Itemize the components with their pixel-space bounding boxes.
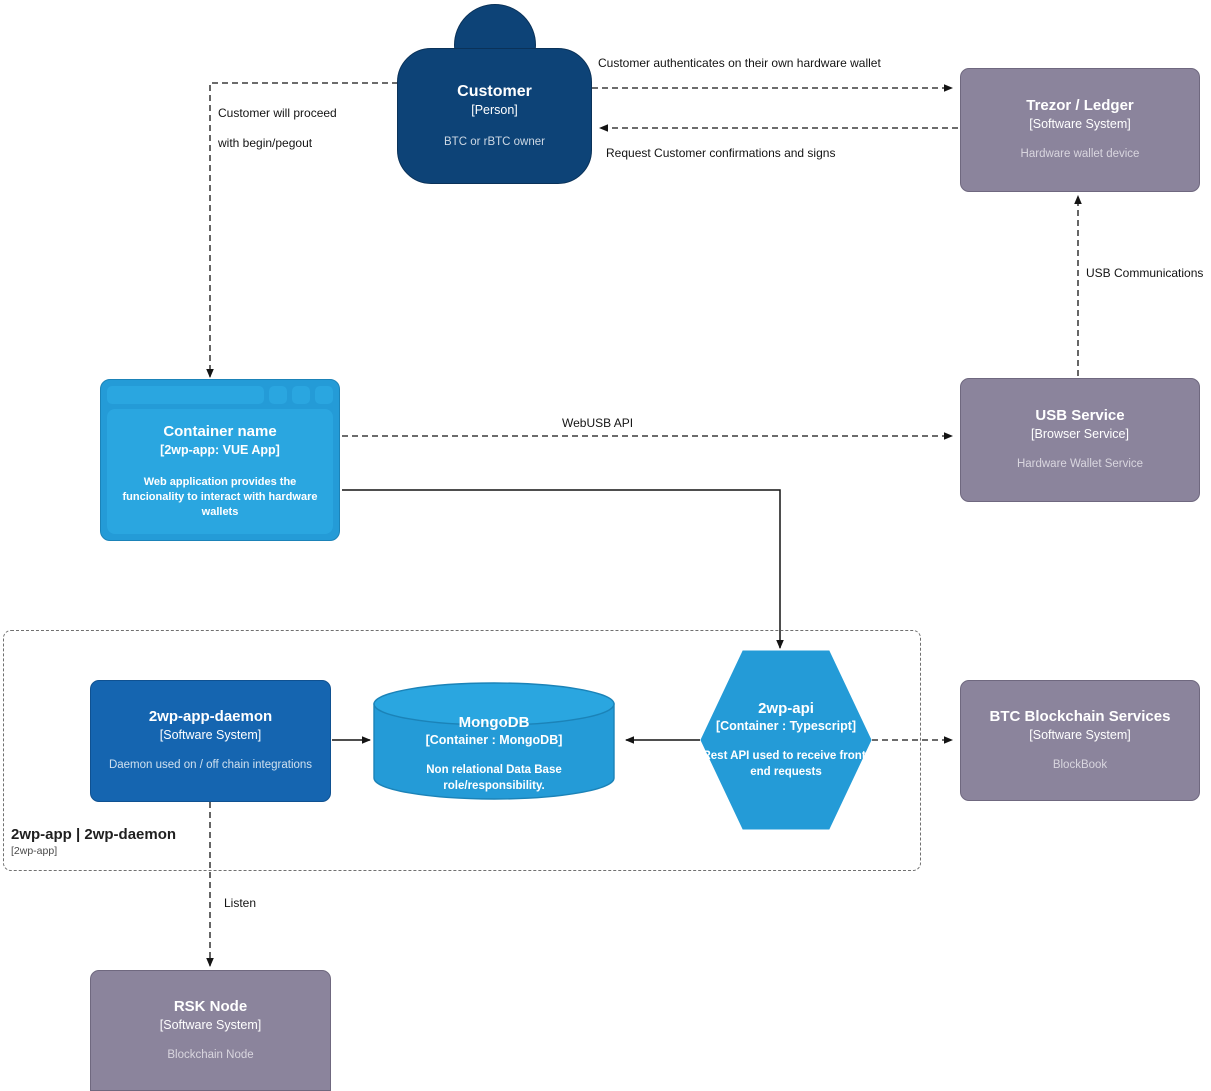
mongodb-text: MongoDB [Container : MongoDB] Non relati…: [373, 713, 615, 792]
trezor-ledger-tech: [Software System]: [1029, 117, 1131, 132]
customer-title: Customer: [457, 82, 532, 100]
edge-label-daemon-listen: Listen: [224, 896, 257, 910]
usb-service-desc: Hardware Wallet Service: [1016, 458, 1144, 471]
node-container-name[interactable]: Container name [2wp-app: VUE App] Web ap…: [100, 379, 340, 541]
rsk-node-title: RSK Node: [173, 997, 248, 1015]
edge-label-customer-proceeds-line2: with begin/pegout: [218, 136, 313, 150]
btc-services-desc: BlockBook: [1052, 758, 1108, 771]
cylinder-shape-icon: [373, 682, 615, 800]
node-btc-blockchain-services[interactable]: BTC Blockchain Services [Software System…: [960, 680, 1200, 801]
boundary-name: 2wp-app | 2wp-daemon: [11, 826, 177, 843]
node-mongodb[interactable]: MongoDB [Container : MongoDB] Non relati…: [373, 682, 615, 800]
node-usb-service[interactable]: USB Service [Browser Service] Hardware W…: [960, 378, 1200, 502]
usb-service-title: USB Service: [1035, 407, 1125, 425]
hexagon-shape-icon: [700, 650, 872, 830]
api-desc: Rest API used to receive front-end reque…: [702, 750, 870, 778]
edge-label-customer-proceeds-line1: Customer will proceed: [218, 106, 337, 120]
btc-services-title: BTC Blockchain Services: [989, 707, 1171, 725]
edge-label-usb-communications: USB Communications: [1086, 266, 1204, 280]
browser-titlebar: [107, 386, 333, 404]
daemon-tech: [Software System]: [159, 728, 262, 743]
btc-services-tech: [Software System]: [1029, 727, 1131, 742]
api-tech: [Container : Typescript]: [715, 719, 857, 734]
container-name-title: Container name: [163, 423, 277, 441]
rsk-node-tech: [Software System]: [159, 1017, 262, 1032]
customer-desc: BTC or rBTC owner: [444, 135, 545, 148]
browser-button-icon-3[interactable]: [315, 386, 333, 404]
trezor-ledger-desc: Hardware wallet device: [1020, 148, 1140, 161]
edge-label-webusb-api: WebUSB API: [562, 416, 634, 430]
browser-button-icon-1[interactable]: [269, 386, 287, 404]
boundary-tech: [2wp-app]: [11, 845, 58, 857]
mongodb-desc: Non relational Data Base role/responsibi…: [426, 764, 562, 792]
edge-customer-proceeds: [206, 82, 398, 378]
customer-tech: [Person]: [471, 102, 518, 117]
rsk-node-desc: Blockchain Node: [167, 1048, 254, 1061]
boundary-label: 2wp-app | 2wp-daemon [2wp-app]: [11, 826, 176, 857]
edge-label-request-confirmations: Request Customer confirmations and signs: [606, 146, 836, 160]
mongodb-title: MongoDB: [458, 713, 530, 731]
container-name-desc: Web application provides the funcionalit…: [122, 476, 318, 518]
browser-button-icon-2[interactable]: [292, 386, 310, 404]
mongodb-tech: [Container : MongoDB]: [425, 733, 563, 748]
usb-service-tech: [Browser Service]: [1031, 427, 1129, 442]
daemon-title: 2wp-app-daemon: [148, 708, 273, 726]
node-rsk-node[interactable]: RSK Node [Software System] Blockchain No…: [90, 970, 331, 1091]
api-text: 2wp-api [Container : Typescript] Rest AP…: [700, 650, 872, 830]
trezor-ledger-title: Trezor / Ledger: [1026, 97, 1134, 115]
browser-address-bar[interactable]: [107, 386, 264, 404]
node-2wp-app-daemon[interactable]: 2wp-app-daemon [Software System] Daemon …: [90, 680, 331, 802]
person-body: Customer [Person] BTC or rBTC owner: [397, 48, 592, 184]
browser-content: Container name [2wp-app: VUE App] Web ap…: [107, 409, 333, 534]
edge-label-customer-authenticates: Customer authenticates on their own hard…: [598, 56, 881, 70]
container-name-tech: [2wp-app: VUE App]: [160, 443, 280, 458]
daemon-desc: Daemon used on / off chain integrations: [108, 759, 313, 772]
edge-app-to-api: [342, 489, 784, 649]
boundary-2wp-app: [3, 630, 921, 871]
node-customer[interactable]: Customer [Person] BTC or rBTC owner: [397, 4, 592, 184]
api-title: 2wp-api: [758, 699, 814, 717]
node-2wp-api[interactable]: 2wp-api [Container : Typescript] Rest AP…: [700, 650, 872, 830]
node-trezor-ledger[interactable]: Trezor / Ledger [Software System] Hardwa…: [960, 68, 1200, 192]
